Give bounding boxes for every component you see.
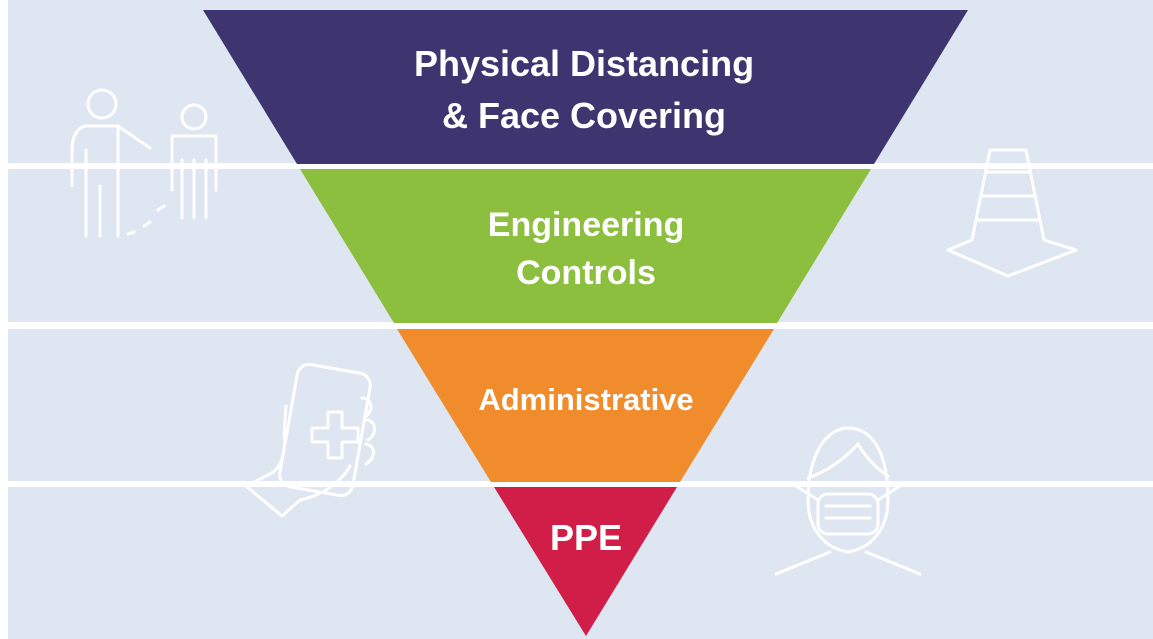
tier-2-band (300, 169, 871, 323)
people-distancing-icon (70, 88, 218, 238)
tier-1-label-line-2: & Face Covering (442, 95, 726, 136)
tier-4-band (494, 487, 677, 636)
tier-3-label: Administrative (478, 382, 693, 417)
separator-lines (8, 163, 1153, 487)
tier-3-band (397, 329, 774, 482)
tier-2-label-line-2: Controls (516, 254, 656, 292)
separator-line-2 (8, 322, 1153, 329)
tier-1-band (203, 10, 968, 164)
hand-holding-phone-medical-icon (244, 362, 376, 518)
separator-line-1 (8, 163, 1153, 169)
traffic-cone-icon (946, 148, 1078, 278)
face-mask-icon (774, 426, 922, 576)
tier-1-label-line-1: Physical Distancing (414, 43, 754, 84)
separator-line-3 (8, 481, 1153, 487)
tier-2-label-line-1: Engineering (488, 206, 684, 244)
tier-4-label: PPE (550, 517, 622, 558)
